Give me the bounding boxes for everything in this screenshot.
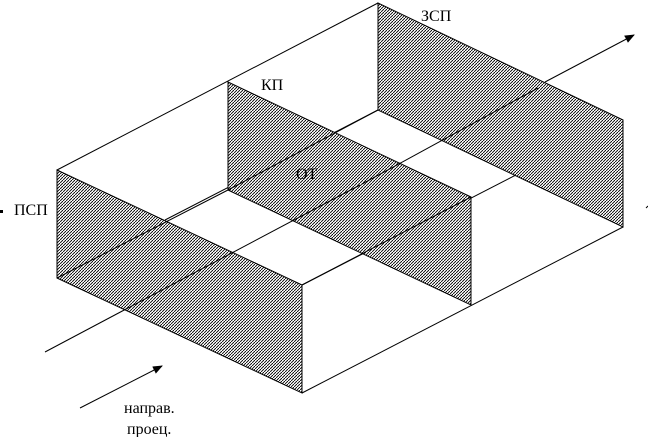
direction-label-line2: проец. (127, 421, 171, 437)
projection-axis (44, 184, 361, 353)
front-clipping-plane (56, 169, 303, 394)
floor-front-segment (301, 196, 472, 286)
projection-axis-rear (361, 87, 539, 185)
floor-mid-edge (227, 109, 379, 191)
bottom-right-edge (301, 226, 624, 394)
floor-left-edge (56, 189, 229, 279)
cut-plane (227, 81, 472, 306)
projection-direction-arrow (79, 365, 163, 409)
exit-arrow (544, 34, 635, 83)
front-plane-label: ПСП (14, 202, 48, 219)
back-clipping-plane (377, 2, 624, 228)
floor-edges (56, 109, 472, 286)
top-left-edge (56, 2, 379, 171)
observation-label: ОТ (296, 166, 318, 183)
cut-plane-label: КП (261, 77, 284, 94)
back-plane-label: ЗСП (421, 8, 452, 25)
direction-label-line1: направ. (124, 400, 175, 417)
left-edge-mark (0, 210, 3, 213)
